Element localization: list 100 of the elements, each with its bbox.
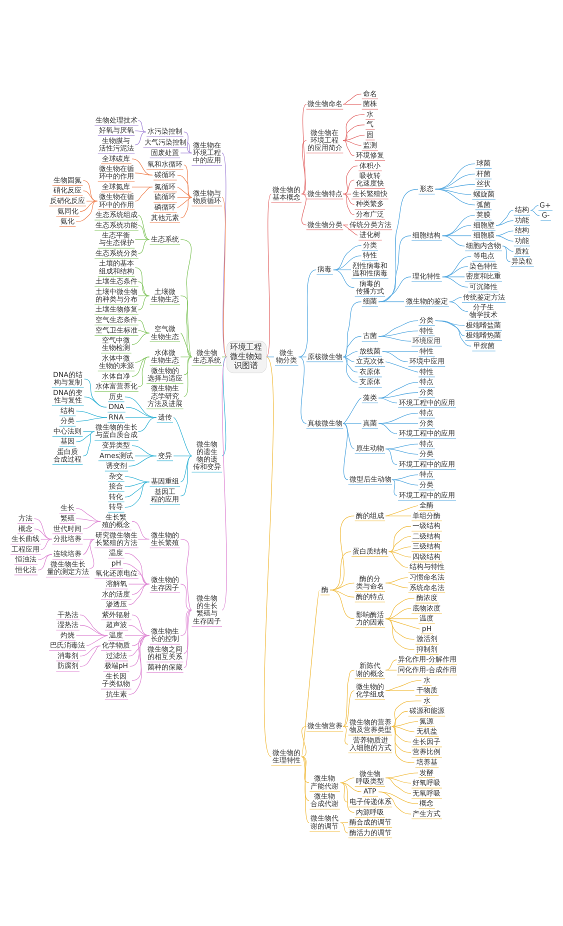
connector [385,618,418,619]
connector [392,474,418,480]
connector [435,320,472,346]
connector [138,538,150,540]
connector [134,238,150,240]
connector [301,756,310,823]
connector [186,142,192,153]
connector [385,659,398,670]
connector [385,618,415,650]
connector [496,230,514,236]
connector [392,726,412,752]
connector [222,356,228,610]
connector [124,634,150,636]
connector [124,481,150,497]
connector [128,583,150,605]
connector [342,422,355,449]
connector [122,562,150,584]
connector [222,356,228,357]
connector [385,515,412,516]
connector [173,455,192,456]
connector [222,196,228,357]
connector [76,416,108,422]
connector [378,422,418,424]
connector [132,332,150,344]
connector [392,710,408,726]
connector [76,430,95,442]
connector [132,520,150,540]
connector [134,131,146,145]
connector [301,589,320,757]
connector [177,196,192,208]
connector [86,634,108,646]
connector [134,266,150,296]
connector [378,336,412,342]
connector [184,164,192,198]
connector [342,350,358,357]
connector [132,158,153,175]
connector [266,356,274,357]
connector [222,152,228,357]
connector [530,204,539,210]
connector [449,300,468,312]
connector [132,356,150,376]
connector [184,131,192,153]
connector [342,300,362,357]
connector [180,356,192,357]
connector [82,190,98,201]
connector [82,430,95,432]
connector [388,546,412,552]
connector [342,356,358,372]
connector [84,396,107,408]
connector [76,410,108,418]
connector [385,448,398,464]
connector [385,618,415,640]
connector [173,416,192,456]
connector [138,356,150,386]
connector [378,382,418,398]
connector [132,444,157,456]
connector [138,416,157,432]
connector [333,254,362,270]
connector [382,350,408,362]
connector [378,188,418,302]
connector [342,134,365,140]
connector [132,614,150,636]
connector [128,455,157,466]
connector [496,220,514,226]
connector [180,196,192,218]
connector [132,186,153,187]
connector [442,234,465,246]
connector [180,538,192,610]
connector [301,756,310,800]
connector [342,422,362,424]
connector [342,336,362,357]
connector [134,356,150,362]
connector [392,478,418,485]
connector [385,582,408,588]
connector [124,481,150,487]
connector [180,294,192,357]
connector [378,791,412,814]
connector [138,120,146,132]
connector [530,210,540,216]
connector [333,269,355,288]
connector [392,700,422,726]
connector [134,186,153,201]
connector [180,583,192,610]
connector [378,412,418,424]
connector [180,238,192,357]
connector [342,124,365,140]
connector [385,597,415,619]
connector [385,776,412,784]
connector [124,552,150,584]
connector [342,140,362,146]
connector [138,294,150,296]
connector [342,103,362,104]
connector [388,550,408,568]
connector [126,406,157,418]
connector [82,520,101,529]
connector [342,356,358,382]
connector [177,186,192,198]
connector [330,582,355,590]
connector [177,174,192,198]
connector [76,200,98,222]
